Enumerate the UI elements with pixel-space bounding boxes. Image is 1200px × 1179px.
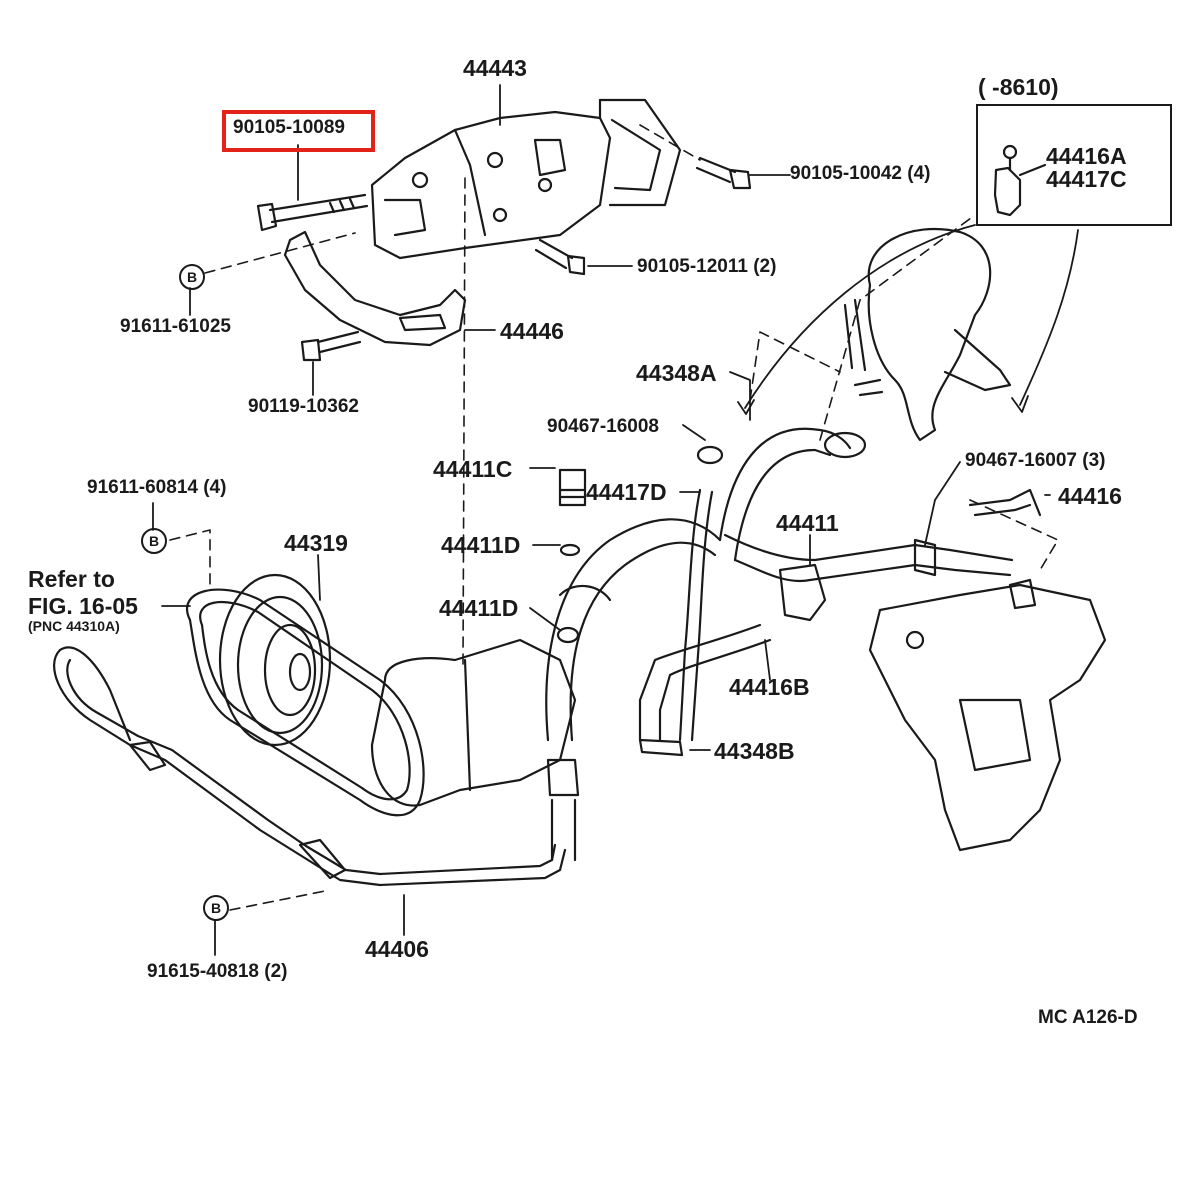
inset-reference-curve	[737, 224, 1079, 415]
pressure-tube-drawing	[53, 646, 567, 887]
part-label-44416: 44416	[1058, 483, 1122, 509]
leader-lines	[152, 84, 1051, 956]
adjusting-bar-drawing	[283, 230, 467, 347]
part-label-44416A: 44416A	[1046, 143, 1127, 169]
inset-frame	[976, 104, 1172, 226]
inset-clip-drawing	[993, 144, 1047, 217]
bolt-90119-10362-drawing	[300, 330, 362, 362]
drive-belt-drawing	[186, 588, 425, 817]
highlight-box	[222, 110, 375, 152]
part-label-44411D-upper: 44411D	[441, 532, 521, 558]
refer-note-line2: FIG. 16-05	[28, 593, 138, 619]
part-label-91615-40818: 91615-40818 (2)	[147, 961, 288, 982]
circled-b-marker-bottom: B	[203, 895, 229, 921]
pulley-drawing	[218, 573, 332, 747]
part-label-90105-10089: 90105-10089	[233, 117, 345, 138]
part-label-44416B: 44416B	[729, 674, 810, 700]
circled-b-marker-middle: B	[141, 528, 167, 554]
part-label-44411C: 44411C	[433, 456, 513, 482]
part-label-91611-60814: 91611-60814 (4)	[87, 477, 227, 498]
hose-lines-drawing	[545, 427, 1042, 742]
part-label-90105-12011: 90105-12011 (2)	[637, 256, 777, 277]
reservoir-drawing	[843, 227, 1012, 442]
vane-pump-drawing	[370, 638, 577, 807]
part-label-90467-16007: 90467-16007 (3)	[965, 450, 1106, 471]
part-label-44319: 44319	[284, 530, 348, 556]
part-label-90105-10042: 90105-10042 (4)	[790, 163, 931, 184]
inset-range-label: ( -8610)	[978, 74, 1059, 100]
part-label-44443: 44443	[463, 55, 527, 81]
part-label-44406: 44406	[365, 936, 429, 962]
bolt-90105-10089-drawing	[256, 193, 369, 232]
refer-note-line1: Refer to	[28, 566, 115, 592]
part-label-90119-10362: 90119-10362	[248, 396, 359, 417]
part-label-44417D: 44417D	[586, 479, 667, 505]
refer-note-line3: (PNC 44310A)	[28, 618, 120, 634]
bolt-90105-10042-drawing	[695, 156, 752, 190]
pump-bracket-drawing	[370, 98, 682, 260]
bolt-90105-12011-drawing	[534, 238, 586, 276]
part-label-44348B: 44348B	[714, 738, 795, 764]
steering-gear-drawing	[868, 583, 1107, 852]
circled-b-marker-top: B	[179, 264, 205, 290]
part-label-90467-16008: 90467-16008	[547, 416, 659, 437]
part-label-44411D-lower: 44411D	[439, 595, 519, 621]
diagram-code: MC A126-D	[1038, 1007, 1138, 1028]
dashed-guide-lines	[169, 124, 1059, 911]
clamp-fittings-drawing	[546, 431, 1037, 862]
part-label-44446: 44446	[500, 318, 564, 344]
part-label-44348A: 44348A	[636, 360, 717, 386]
part-label-44417C: 44417C	[1046, 166, 1127, 192]
part-label-91611-61025: 91611-61025	[120, 316, 231, 337]
part-label-44411: 44411	[776, 510, 839, 536]
